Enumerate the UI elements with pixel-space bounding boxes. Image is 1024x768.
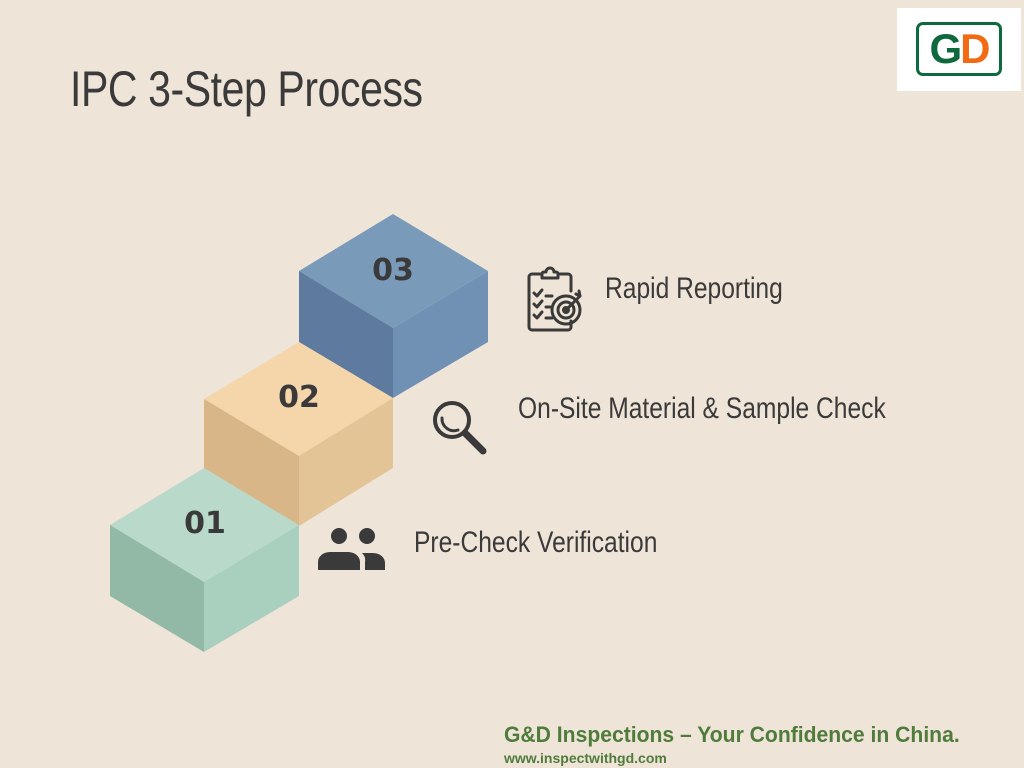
gd-logo: GD: [897, 8, 1021, 91]
footer-url[interactable]: www.inspectwithgd.com: [504, 750, 667, 766]
cube-3-left-face: [299, 271, 393, 398]
step-2-label: On-Site Material & Sample Check: [518, 392, 886, 425]
footer-tagline: G&D Inspections – Your Confidence in Chi…: [504, 722, 960, 747]
cube-2-top-face: [204, 342, 393, 456]
logo-g: G: [929, 25, 962, 72]
step-1-number: 01: [184, 506, 226, 541]
cube-2-left-face: [204, 399, 299, 526]
cube-3-top-face: [299, 214, 488, 328]
cube-1-right-face: [204, 525, 299, 652]
cube-step-3: 03: [299, 214, 488, 398]
step-3-number: 03: [372, 253, 414, 288]
cube-3-right-face: [393, 271, 488, 398]
cube-1-top-face: [110, 468, 299, 582]
cube-step-1: 01: [110, 468, 299, 652]
people-icon: [318, 528, 385, 570]
magnifier-icon: [433, 401, 487, 455]
logo-d: D: [960, 25, 990, 72]
cube-1-left-face: [110, 525, 204, 652]
page-title: IPC 3-Step Process: [70, 61, 423, 117]
cube-step-2: 02: [204, 342, 393, 526]
clipboard-target-icon: [527, 266, 582, 332]
step-1-label: Pre-Check Verification: [414, 526, 658, 559]
step-2-number: 02: [278, 380, 320, 415]
step-3-label: Rapid Reporting: [605, 272, 783, 305]
cube-2-right-face: [299, 398, 393, 526]
